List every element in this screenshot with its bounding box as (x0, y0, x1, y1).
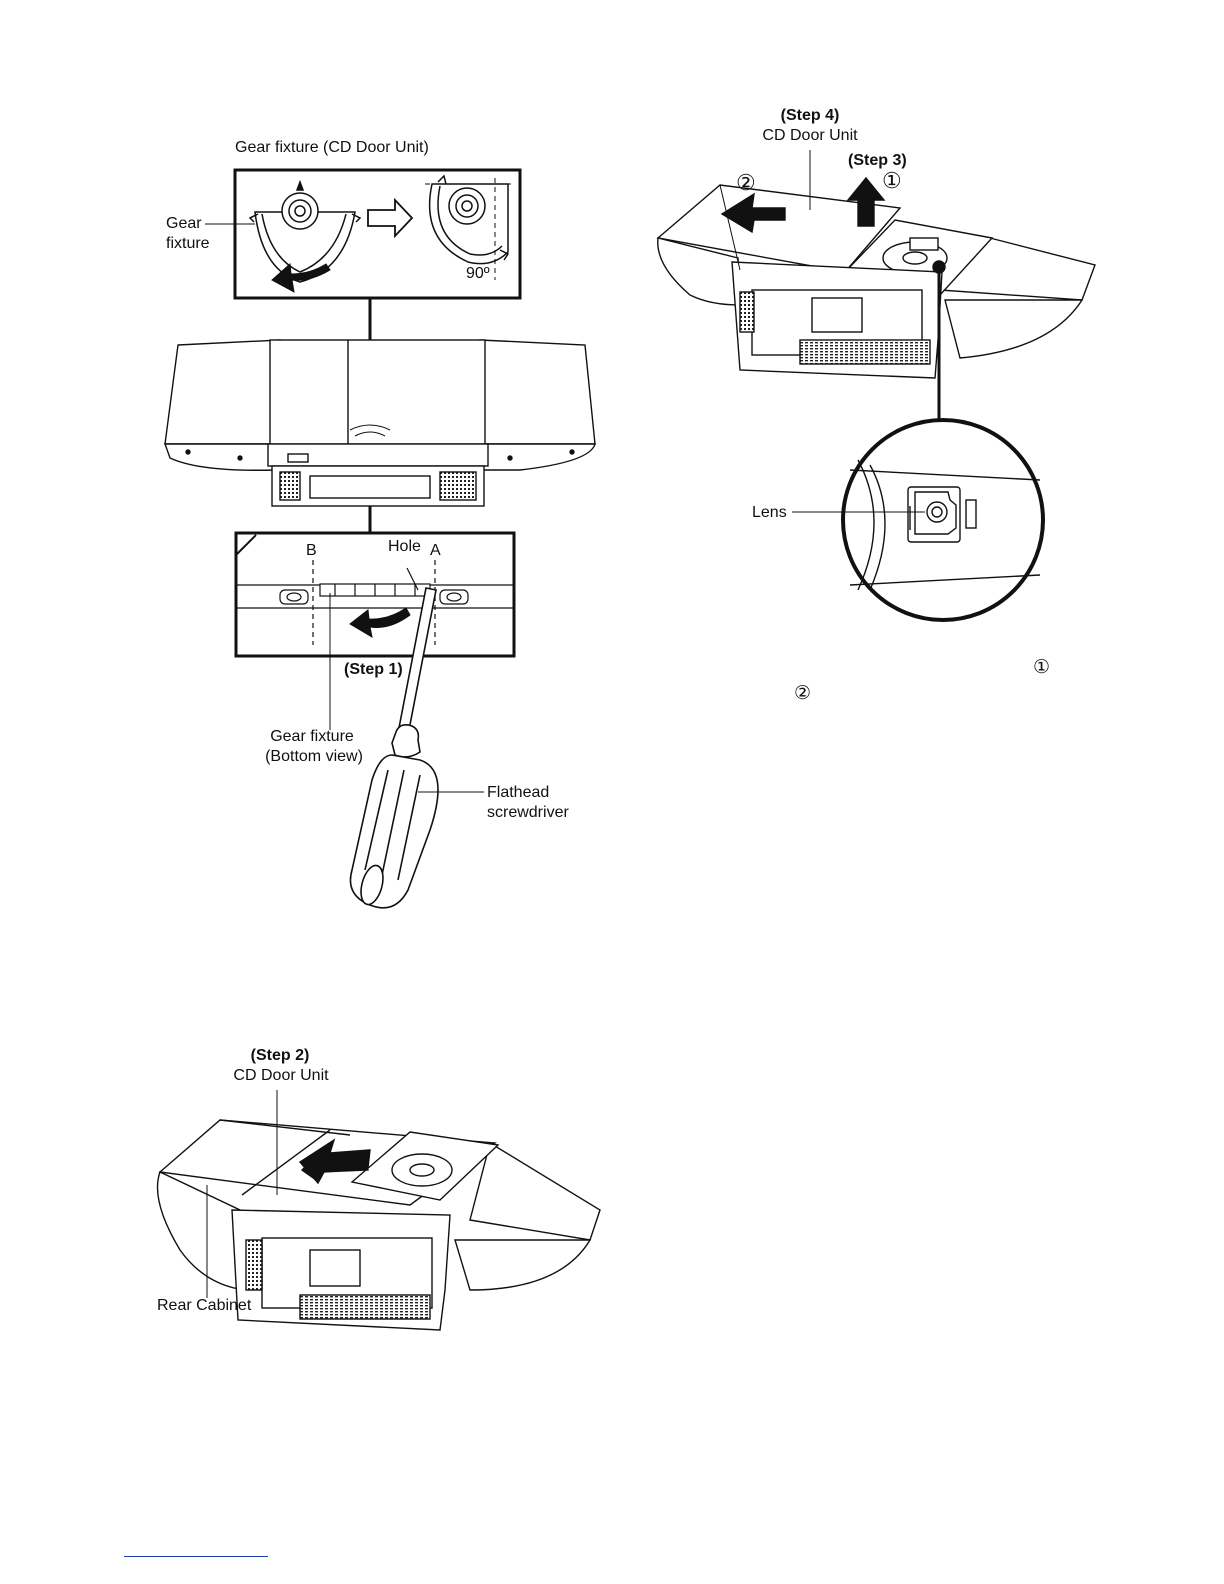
angle-label: 90º (466, 264, 490, 284)
fig2-unit-label: CD Door Unit (233, 1066, 328, 1086)
circle-2-marker: ② (736, 170, 756, 196)
note-circle-2: ② (794, 683, 811, 705)
step4-label: (Step 4) (781, 106, 840, 126)
gear-bottom-line2: (Bottom view) (265, 747, 363, 767)
lens-label: Lens (752, 503, 787, 523)
gear-bottom-line1: Gear fixture (270, 727, 354, 747)
label-b: B (306, 541, 317, 561)
gear-fixture-label-line1: Gear (166, 214, 202, 234)
gear-fixture-label-line2: fixture (166, 234, 210, 254)
label-hole: Hole (388, 537, 421, 557)
stereo-unit-front (165, 340, 595, 506)
gear-fixture-icon (250, 182, 360, 282)
step2-label: (Step 2) (251, 1046, 310, 1066)
footer-link-underline (124, 1556, 268, 1557)
screwdriver-line1: Flathead (487, 783, 549, 803)
screwdriver-line2: screwdriver (487, 803, 569, 823)
label-a: A (430, 541, 441, 561)
hollow-arrow-icon (368, 200, 412, 236)
figure-cd-door-lift (658, 150, 1095, 620)
rear-cabinet-label: Rear Cabinet (157, 1296, 251, 1316)
figure-cd-door-slide (158, 1090, 601, 1330)
circle-1-marker: ① (882, 168, 902, 194)
top-inset-title: Gear fixture (CD Door Unit) (235, 138, 429, 158)
step1-label: (Step 1) (344, 660, 403, 680)
fig3-unit-label: CD Door Unit (762, 126, 857, 146)
note-circle-1: ① (1033, 657, 1050, 679)
